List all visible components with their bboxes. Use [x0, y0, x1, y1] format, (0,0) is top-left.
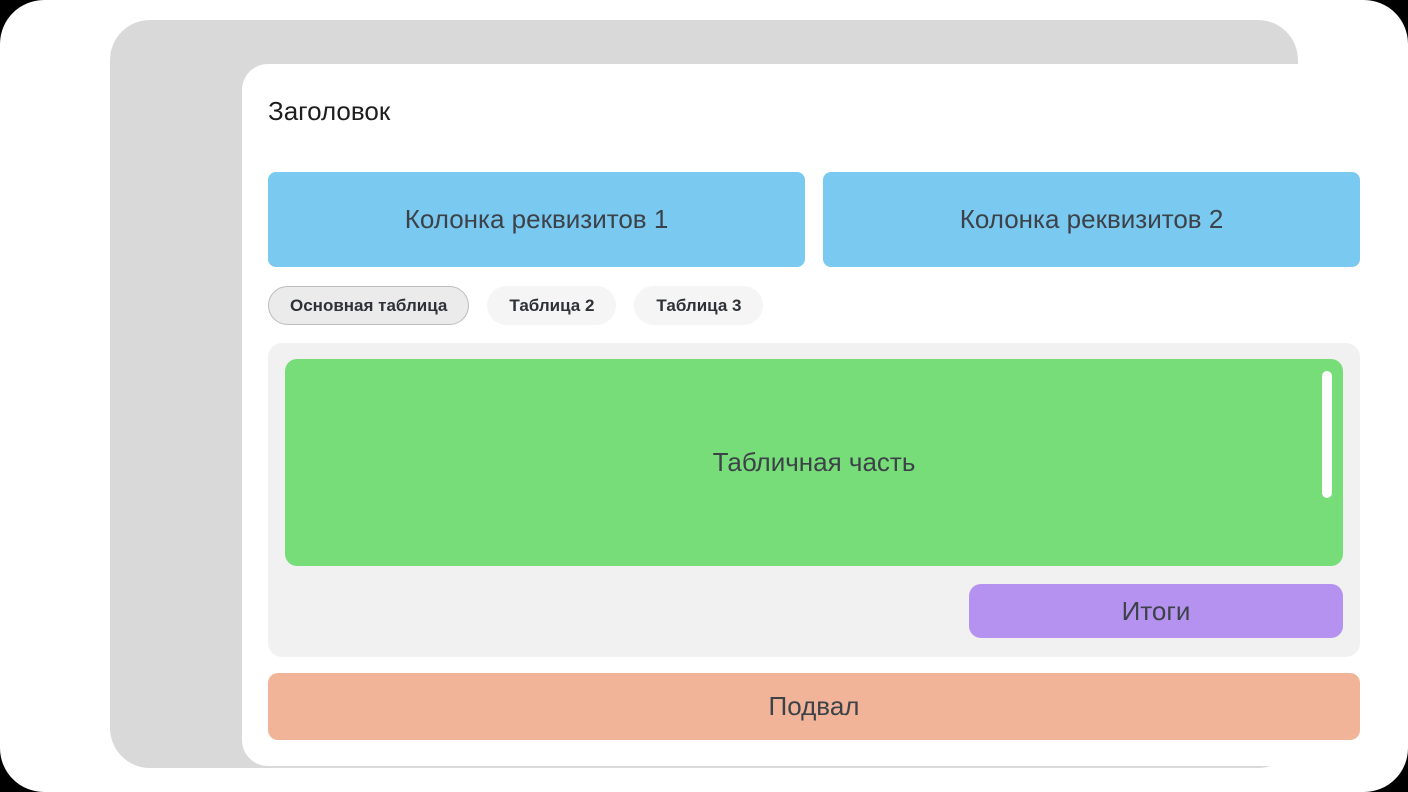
form-card: Заголовок Колонка реквизитов 1 Колонка р…	[242, 64, 1390, 766]
table-tabs: Основная таблица Таблица 2 Таблица 3	[268, 286, 764, 325]
tabular-section: Табличная часть	[285, 359, 1343, 566]
totals-block: Итоги	[969, 584, 1343, 638]
page-title: Заголовок	[268, 96, 391, 126]
requisites-row: Колонка реквизитов 1 Колонка реквизитов …	[268, 172, 1360, 267]
requisites-column-2: Колонка реквизитов 2	[823, 172, 1360, 267]
table-panel: Табличная часть Итоги	[268, 343, 1360, 657]
requisites-column-1: Колонка реквизитов 1	[268, 172, 805, 267]
footer-block: Подвал	[268, 673, 1360, 740]
tab-main-table[interactable]: Основная таблица	[268, 286, 470, 325]
tab-table-2[interactable]: Таблица 2	[487, 286, 617, 325]
tab-table-3[interactable]: Таблица 3	[634, 286, 764, 325]
tabular-section-label: Табличная часть	[712, 447, 916, 477]
scrollbar-thumb[interactable]	[1322, 371, 1332, 498]
outer-frame: Заголовок Колонка реквизитов 1 Колонка р…	[110, 20, 1390, 768]
